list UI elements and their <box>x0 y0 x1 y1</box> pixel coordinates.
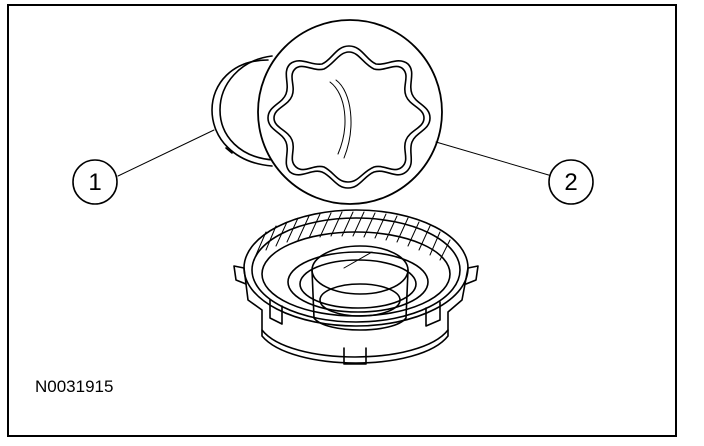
callout-1-label: 1 <box>88 169 101 196</box>
pressure-plate <box>257 19 443 205</box>
leader-line-1 <box>117 129 215 177</box>
figure-code: N0031915 <box>35 377 113 396</box>
clutch-drum <box>233 209 479 365</box>
leader-line-2 <box>435 141 553 177</box>
callout-2-label: 2 <box>564 169 577 196</box>
callout-1: 1 <box>72 159 118 205</box>
figure-border <box>7 4 677 437</box>
callout-2: 2 <box>548 159 594 205</box>
snap-ring <box>211 55 275 167</box>
